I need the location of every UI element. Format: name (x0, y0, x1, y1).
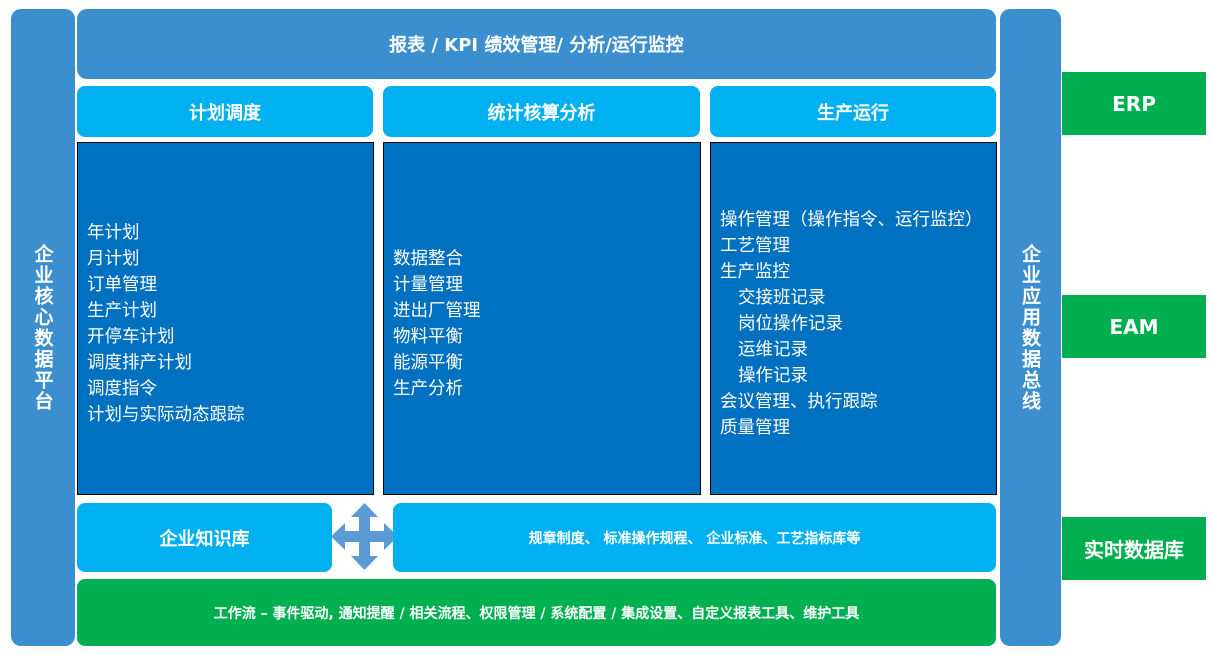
list-item: 计量管理 (393, 274, 463, 295)
column-header-production: 生产运行 (710, 86, 996, 137)
core-data-platform-bar: 企业核心数据平台 (11, 9, 75, 646)
list-item: 质量管理 (720, 417, 790, 438)
app-data-bus-bar: 企业应用数据总线 (1000, 9, 1061, 646)
eam-box: EAM (1062, 295, 1206, 358)
list-item: 操作管理（操作指令、运行监控） (720, 209, 983, 230)
knowledge-base-box: 企业知识库 (77, 503, 332, 572)
list-item: 订单管理 (87, 274, 157, 295)
list-item: 开停车计划 (87, 326, 175, 347)
column-header-statistics: 统计核算分析 (383, 86, 700, 137)
report-kpi-header: 报表 / KPI 绩效管理/ 分析/运行监控 (77, 9, 996, 79)
list-item: 生产监控 (720, 261, 790, 282)
list-item: 进出厂管理 (393, 300, 481, 321)
workflow-bar: 工作流 – 事件驱动, 通知提醒 / 相关流程、权限管理 / 系统配置 / 集成… (77, 579, 996, 646)
four-way-arrow-icon (331, 503, 398, 570)
column-header-planning: 计划调度 (77, 86, 373, 137)
knowledge-detail-box: 规章制度、 标准操作规程、 企业标准、工艺指标库等 (393, 503, 996, 572)
realtime-database-box: 实时数据库 (1062, 517, 1206, 580)
list-item: 能源平衡 (393, 352, 463, 373)
production-content: 操作管理（操作指令、运行监控） 工艺管理 生产监控 交接班记录 岗位操作记录 运… (710, 142, 997, 495)
list-item: 交接班记录 (738, 287, 826, 308)
statistics-content: 数据整合 计量管理 进出厂管理 物料平衡 能源平衡 生产分析 (383, 142, 701, 495)
planning-content: 年计划 月计划 订单管理 生产计划 开停车计划 调度排产计划 调度指令 计划与实… (77, 142, 374, 495)
list-item: 数据整合 (393, 248, 463, 269)
list-item: 工艺管理 (720, 235, 790, 256)
list-item: 计划与实际动态跟踪 (87, 404, 245, 425)
list-item: 运维记录 (738, 339, 808, 360)
list-item: 岗位操作记录 (738, 313, 843, 334)
list-item: 调度指令 (87, 378, 157, 399)
list-item: 物料平衡 (393, 326, 463, 347)
list-item: 月计划 (87, 248, 140, 269)
list-item: 年计划 (87, 222, 140, 243)
erp-box: ERP (1062, 72, 1206, 135)
list-item: 操作记录 (738, 365, 808, 386)
list-item: 会议管理、执行跟踪 (720, 391, 878, 412)
list-item: 调度排产计划 (87, 352, 192, 373)
list-item: 生产计划 (87, 300, 157, 321)
list-item: 生产分析 (393, 378, 463, 399)
